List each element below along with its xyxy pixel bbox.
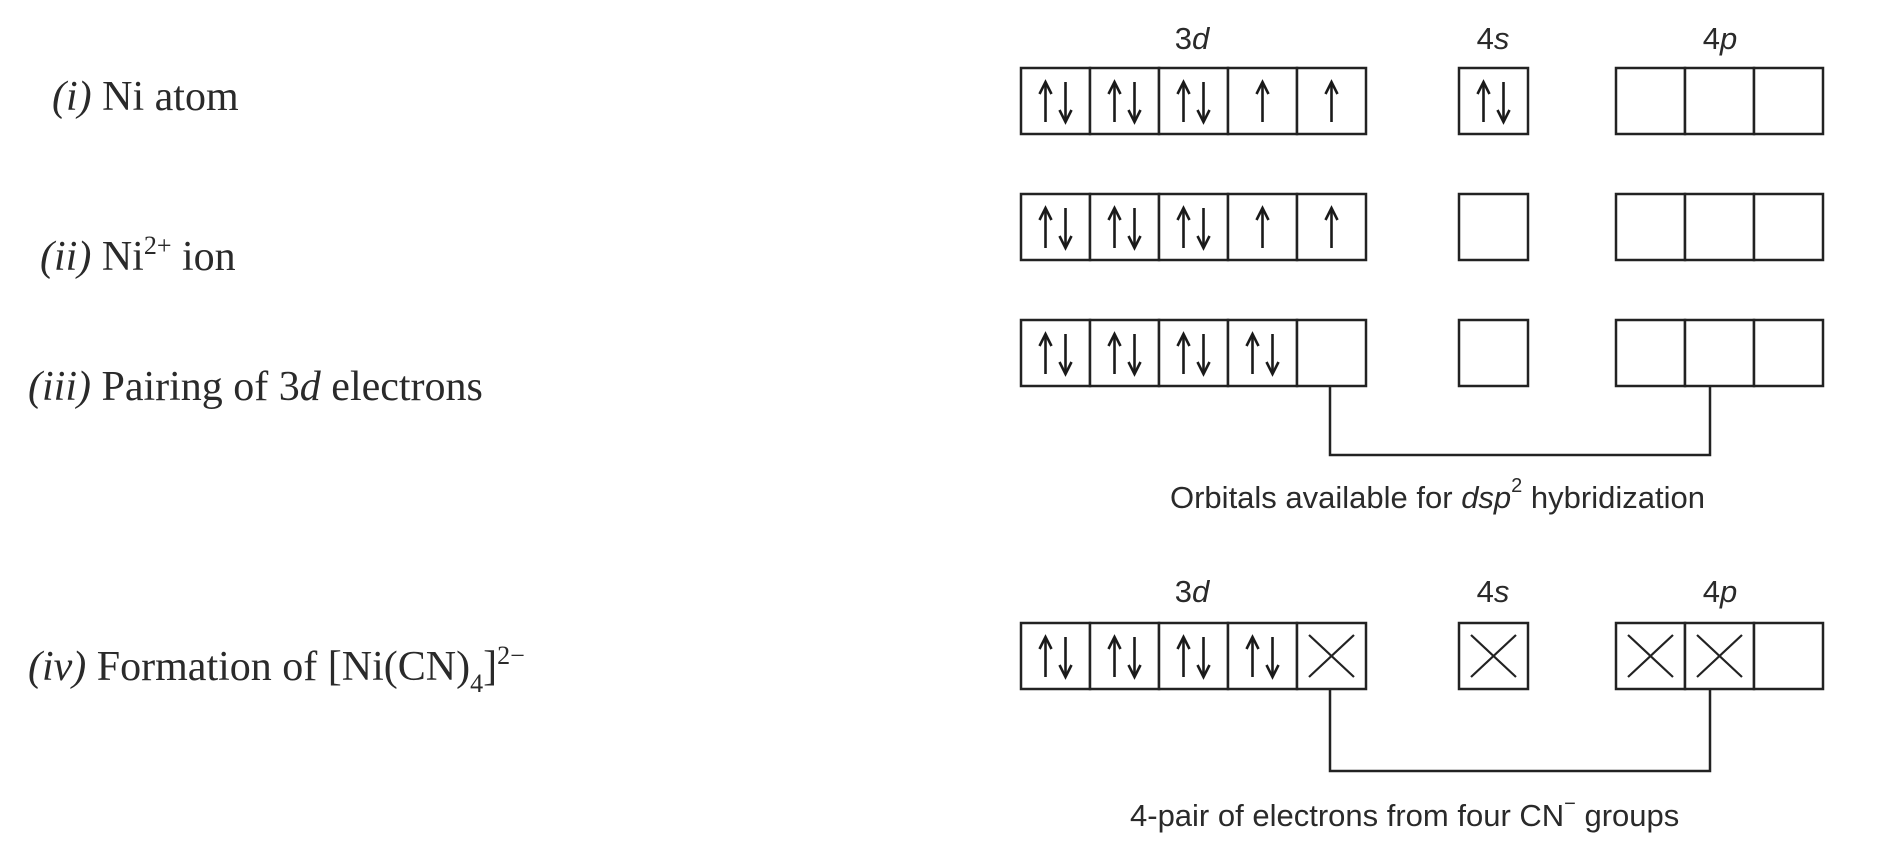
row-label-pairing: (iii) Pairing of 3d electrons: [28, 364, 483, 410]
orbital-box-d-5: [1295, 192, 1368, 262]
row-label-formation: (iv) Formation of [Ni(CN)4]2−: [28, 641, 525, 698]
orbital-box-p-2: [1683, 192, 1756, 262]
orbital-box-d-4: [1226, 192, 1299, 262]
header-3d: 3d: [1175, 21, 1211, 56]
orbital-box-p-2: [1683, 66, 1756, 136]
header-3d-lower: 3d: [1175, 574, 1211, 609]
orbital-box-d-4: [1226, 318, 1299, 388]
orbital-box-s-1: [1457, 66, 1530, 136]
header-4p-lower: 4p: [1703, 574, 1738, 609]
orbital-box-d-3: [1157, 192, 1230, 262]
orbital-box-s-1: [1457, 621, 1530, 691]
orbital-box-p-1: [1614, 192, 1687, 262]
note-cn-groups: 4-pair of electrons from four CN− groups: [1130, 793, 1679, 833]
orbital-row-ni-atom: [1019, 66, 1825, 136]
orbital-row-pairing: [1019, 318, 1825, 388]
orbital-box-s-1: [1457, 192, 1530, 262]
orbital-box-d-3: [1157, 621, 1230, 691]
orbital-box-d-1: [1019, 66, 1092, 136]
orbital-box-d-2: [1088, 318, 1161, 388]
orbital-box-d-1: [1019, 192, 1092, 262]
orbital-box-d-5: [1295, 621, 1368, 691]
orbital-box-d-5: [1295, 66, 1368, 136]
orbital-box-p-1: [1614, 318, 1687, 388]
orbital-box-p-2: [1683, 621, 1756, 691]
orbital-box-p-3: [1752, 318, 1825, 388]
orbital-row-ni2-ion: [1019, 192, 1825, 262]
bracket-cn-pairs: [1328, 689, 1712, 773]
bracket-dsp2: [1328, 386, 1712, 457]
header-4s-lower: 4s: [1477, 574, 1510, 609]
row-label-ni-atom: (i) Ni atom: [52, 74, 239, 120]
orbital-box-s-1: [1457, 318, 1530, 388]
header-4s: 4s: [1477, 21, 1510, 56]
orbital-box-d-3: [1157, 66, 1230, 136]
orbital-box-p-3: [1752, 66, 1825, 136]
orbital-box-d-2: [1088, 192, 1161, 262]
orbital-box-d-2: [1088, 621, 1161, 691]
orbital-box-p-1: [1614, 66, 1687, 136]
note-dsp2: Orbitals available for dsp2 hybridizatio…: [1170, 475, 1705, 515]
orbital-row-formation: [1019, 621, 1825, 691]
orbital-box-d-4: [1226, 66, 1299, 136]
row-label-ni2-ion: (ii) Ni2+ ion: [40, 231, 236, 280]
orbital-box-p-3: [1752, 192, 1825, 262]
orbital-box-d-4: [1226, 621, 1299, 691]
header-4p: 4p: [1703, 21, 1738, 56]
orbital-box-p-3: [1752, 621, 1825, 691]
orbital-box-d-3: [1157, 318, 1230, 388]
orbital-box-d-5: [1295, 318, 1368, 388]
orbital-box-d-1: [1019, 621, 1092, 691]
orbital-box-p-2: [1683, 318, 1756, 388]
orbital-box-d-1: [1019, 318, 1092, 388]
orbital-box-p-1: [1614, 621, 1687, 691]
orbital-box-d-2: [1088, 66, 1161, 136]
